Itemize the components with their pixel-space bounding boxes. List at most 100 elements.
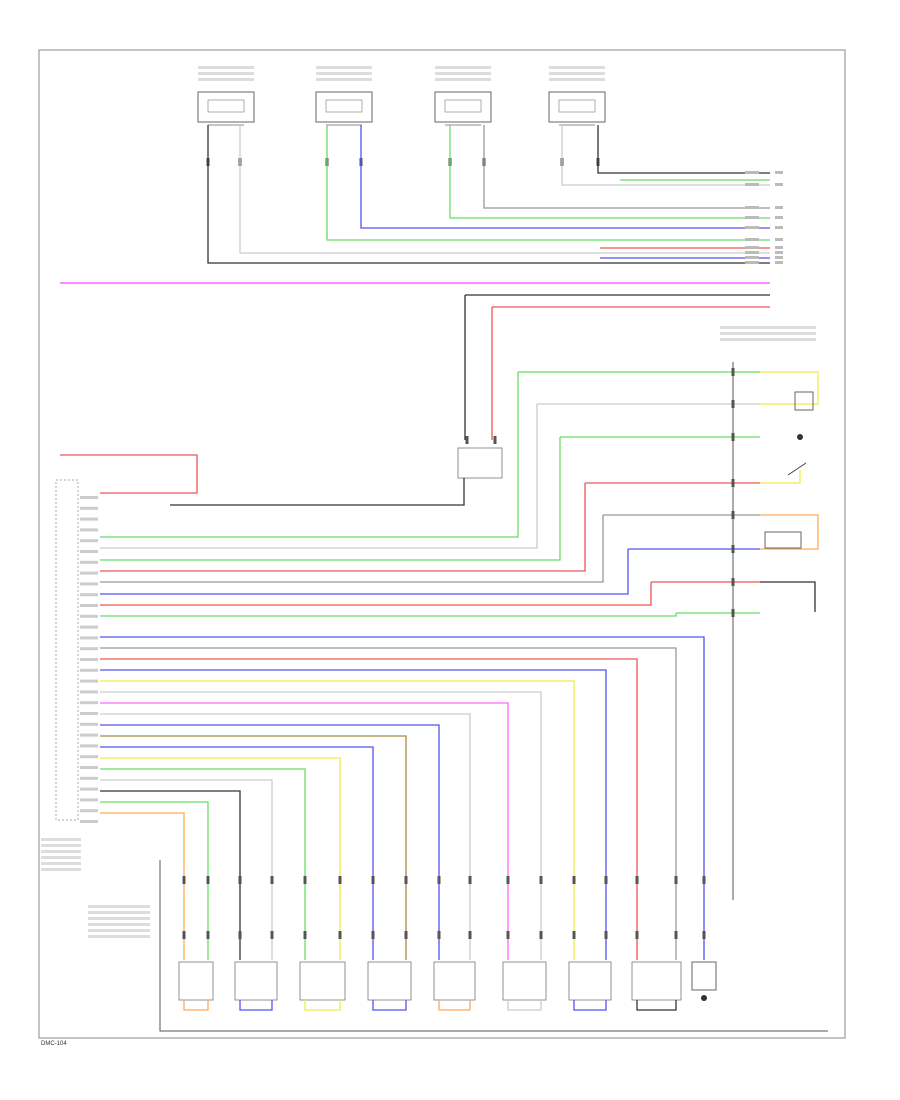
connector-pin bbox=[539, 931, 543, 939]
connector-pin bbox=[572, 876, 576, 884]
connector-pin bbox=[468, 876, 472, 884]
solenoid-valve-7 bbox=[568, 961, 612, 1001]
wire-sensor2-a bbox=[326, 125, 770, 241]
module-pin bbox=[731, 368, 735, 376]
harness-down-11 bbox=[100, 757, 341, 960]
left-pin-label bbox=[80, 517, 98, 521]
wheel-speed-sensor-2 bbox=[315, 91, 373, 123]
left-pin-label bbox=[80, 766, 98, 769]
solenoid-return-3 bbox=[304, 1000, 341, 1011]
harness-down-2 bbox=[100, 658, 638, 960]
solenoid-return-2 bbox=[239, 1000, 273, 1011]
wire-color-code bbox=[745, 256, 759, 259]
left-pin-label bbox=[80, 625, 98, 629]
sensor-caption-block bbox=[198, 66, 254, 69]
wire-sensor1-b bbox=[239, 125, 770, 254]
connector-pin bbox=[338, 931, 342, 939]
left-pin-label bbox=[80, 701, 98, 705]
sensor-caption-block bbox=[549, 78, 605, 81]
connector-pin bbox=[404, 931, 408, 939]
load-loop-3 bbox=[760, 514, 819, 550]
temperature-sensor bbox=[691, 961, 717, 991]
harness-blue-594 bbox=[100, 549, 629, 595]
harness-red-605 bbox=[100, 582, 652, 606]
connector-pin bbox=[635, 931, 639, 939]
pin-number bbox=[775, 206, 783, 209]
left-pin-label bbox=[80, 539, 98, 543]
harness-down-14 bbox=[100, 790, 241, 960]
sensor-caption-block bbox=[316, 78, 372, 81]
harness-down-16 bbox=[100, 812, 185, 960]
solenoid-return-1 bbox=[183, 1000, 209, 1011]
wire-color-code bbox=[745, 216, 759, 219]
module-pin bbox=[731, 400, 735, 408]
harness-down-13 bbox=[100, 779, 273, 960]
connector-pin bbox=[437, 931, 441, 939]
wire-sensor4-a bbox=[561, 125, 770, 186]
solenoid-return-4 bbox=[372, 1000, 407, 1011]
pin-terminal bbox=[493, 436, 497, 444]
solenoid-return-6 bbox=[507, 1000, 542, 1011]
solenoid-return-8 bbox=[636, 1000, 677, 1011]
wire-sensor1-a bbox=[207, 125, 770, 264]
connector-pin bbox=[338, 876, 342, 884]
module-caption-block bbox=[720, 338, 816, 341]
left-pin-label bbox=[80, 798, 98, 802]
harness-down-15 bbox=[100, 801, 209, 960]
solenoid-caption-block bbox=[88, 911, 150, 914]
pin-number bbox=[775, 261, 783, 264]
harness-down-5 bbox=[100, 691, 542, 960]
connector-pin bbox=[506, 931, 510, 939]
ground-point-1 bbox=[797, 434, 803, 440]
harness-down-3 bbox=[100, 669, 607, 960]
harness-down-8 bbox=[100, 724, 440, 960]
connector-pin bbox=[702, 876, 706, 884]
left-pin-label bbox=[80, 593, 98, 597]
connector-pin bbox=[238, 931, 242, 939]
connector-pin bbox=[238, 876, 242, 884]
harness-down-9 bbox=[100, 735, 407, 960]
connector-pin bbox=[371, 931, 375, 939]
load-loop-1 bbox=[760, 371, 819, 405]
wire-sensor3-a bbox=[449, 125, 770, 219]
wire-color-code bbox=[745, 251, 759, 254]
wire-sensor3-b bbox=[483, 125, 770, 209]
left-pin-label bbox=[80, 528, 98, 532]
wire-left-red-top bbox=[60, 454, 198, 494]
pin-number bbox=[775, 216, 783, 219]
module-pin bbox=[731, 433, 735, 441]
connector-pin bbox=[604, 931, 608, 939]
left-pin-label bbox=[80, 722, 98, 726]
harness-green-537 bbox=[100, 372, 519, 538]
solenoid-valve-2 bbox=[234, 961, 278, 1001]
connector-pin bbox=[270, 876, 274, 884]
wire-color-code bbox=[745, 183, 759, 186]
module-pin bbox=[731, 578, 735, 586]
sensor-element bbox=[558, 99, 596, 113]
pin-number bbox=[775, 171, 783, 174]
diagram-frame bbox=[38, 49, 846, 1039]
solenoid-caption-block bbox=[88, 935, 150, 938]
connector-pin bbox=[635, 876, 639, 884]
pin-terminal bbox=[465, 436, 469, 444]
connector-pin bbox=[206, 876, 210, 884]
wheel-speed-sensor-1 bbox=[197, 91, 255, 123]
junction-connector bbox=[457, 447, 503, 479]
pin-number bbox=[775, 251, 783, 254]
solenoid-valve-3 bbox=[299, 961, 346, 1001]
ground-point-2 bbox=[701, 995, 707, 1001]
module-caption-block bbox=[720, 332, 816, 335]
wheel-speed-sensor-4 bbox=[548, 91, 606, 123]
left-pin-label bbox=[80, 506, 98, 510]
harness-down-0 bbox=[100, 636, 705, 960]
left-pin-label bbox=[80, 582, 98, 586]
left-pin-label bbox=[80, 776, 98, 780]
left-module-caption bbox=[41, 844, 81, 847]
sensor-caption-block bbox=[316, 72, 372, 75]
left-pin-label bbox=[80, 744, 98, 748]
wire-color-code bbox=[745, 246, 759, 249]
pin-number bbox=[775, 183, 783, 186]
solenoid-valve-1 bbox=[178, 961, 214, 1001]
harness-green-616 bbox=[100, 613, 677, 617]
